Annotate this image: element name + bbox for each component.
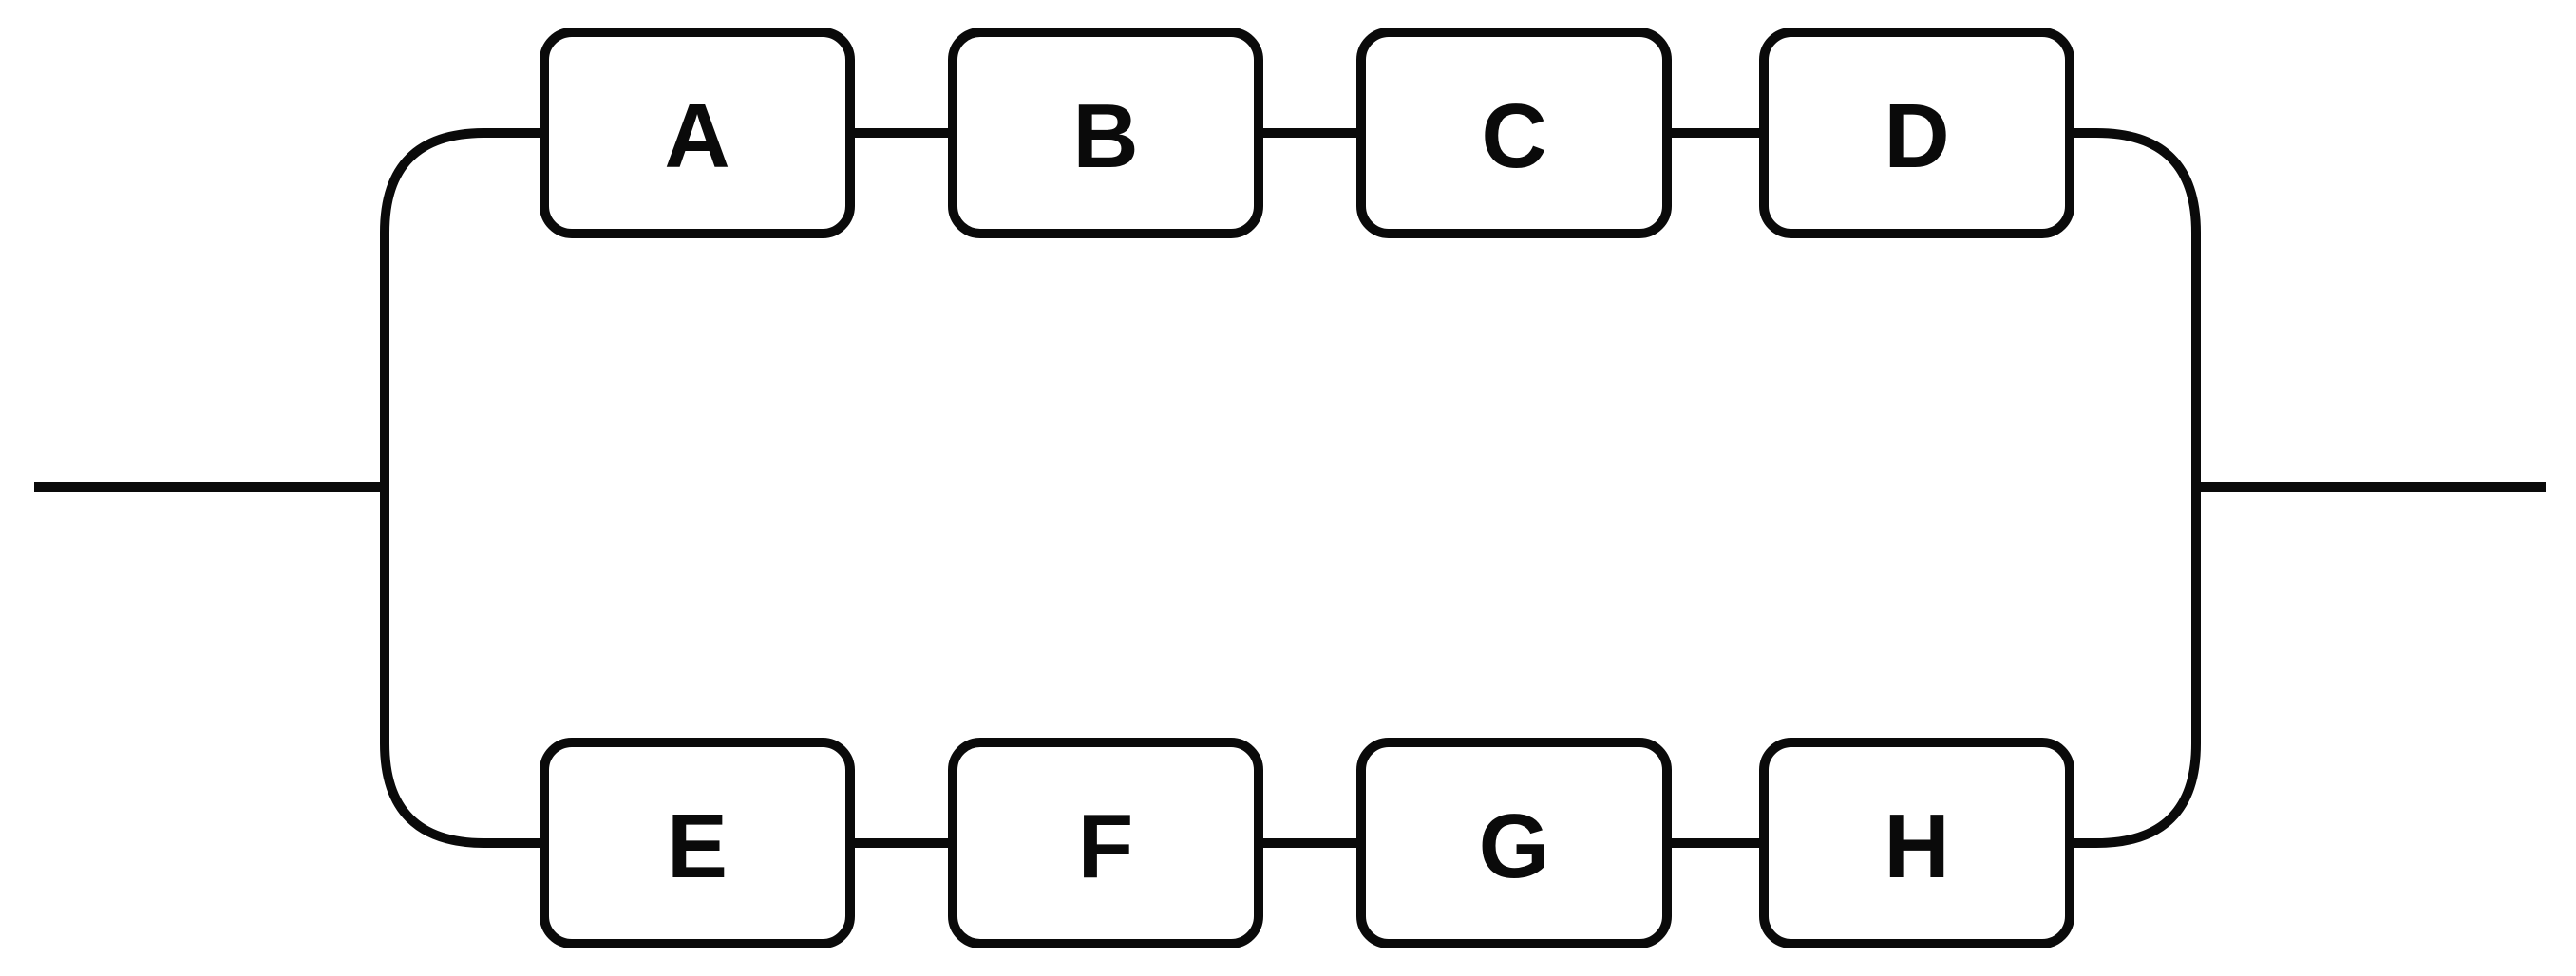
block-h: H bbox=[1759, 738, 2074, 948]
block-c-label: C bbox=[1481, 85, 1547, 187]
block-a-label: A bbox=[664, 85, 730, 187]
block-f-label: F bbox=[1077, 796, 1134, 897]
block-e-label: E bbox=[666, 796, 729, 897]
block-g: G bbox=[1356, 738, 1672, 948]
block-b: B bbox=[948, 28, 1263, 238]
block-b-label: B bbox=[1072, 85, 1139, 187]
block-h-label: H bbox=[1884, 796, 1950, 897]
block-e: E bbox=[540, 738, 855, 948]
left-junction-rail bbox=[380, 128, 540, 848]
block-a: A bbox=[540, 28, 855, 238]
block-g-label: G bbox=[1478, 796, 1550, 897]
block-d: D bbox=[1759, 28, 2074, 238]
block-c: C bbox=[1356, 28, 1672, 238]
block-d-label: D bbox=[1884, 85, 1950, 187]
block-f: F bbox=[948, 738, 1263, 948]
right-junction-rail bbox=[2074, 128, 2201, 848]
